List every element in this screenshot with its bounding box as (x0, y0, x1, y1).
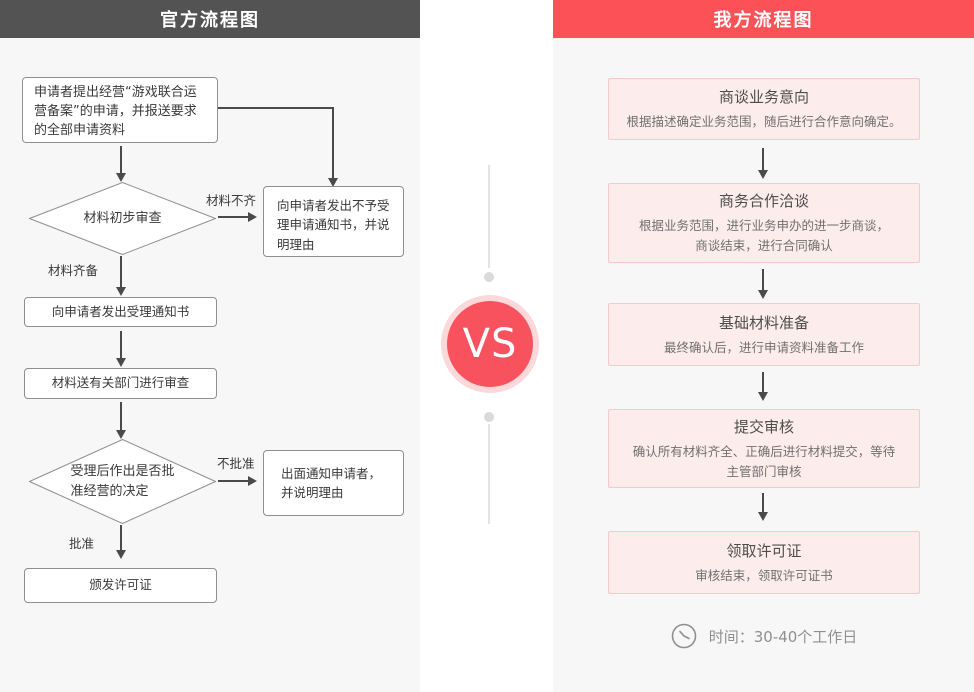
step-card-1: 商谈业务意向 根据描述确定业务范围，随后进行合作意向确定。 (608, 78, 920, 140)
divider-line-top (488, 165, 490, 268)
step-card-4: 提交审核 确认所有材料齐全、正确后进行材料提交，等待 主管部门审核 (608, 409, 920, 488)
arrow-head-down-icon (758, 392, 768, 401)
edge-label-complete: 材料齐备 (48, 263, 99, 278)
arrow-head-right-icon (248, 212, 257, 222)
diamond-shape (29, 439, 216, 524)
flow-node-start: 申请者提出经营“游戏联合运 营备案”的申请，并报送要求 的全部申请资料 (22, 77, 218, 143)
edge-label-incomplete: 材料不齐 (206, 193, 257, 208)
step-title: 提交审核 (733, 417, 794, 436)
our-panel-title: 我方流程图 (713, 10, 814, 31)
arrow-step1-to-step2 (762, 148, 764, 170)
our-flow-panel: 我方流程图 商谈业务意向 根据描述确定业务范围，随后进行合作意向确定。 商务合作… (553, 0, 974, 692)
flow-node-dept-review: 材料送有关部门进行审查 (24, 368, 217, 399)
step-title: 领取许可证 (726, 541, 802, 560)
flow-node-reject-notice: 向申请者发出不予受 理申请通知书，并说 明理由 (263, 186, 404, 257)
time-note-row: 时间：30-40个工作日 (608, 620, 920, 652)
edge-label-not-approved: 不批准 (217, 456, 255, 471)
vs-badge-inner: VS (447, 301, 533, 387)
vs-label: VS (462, 321, 518, 367)
arrow-review-to-reject (218, 216, 248, 218)
arrow-step4-to-step5 (762, 493, 764, 512)
our-panel-header: 我方流程图 (553, 0, 974, 38)
edge-label-approved: 批准 (69, 536, 95, 551)
arrow-step2-to-step3 (762, 269, 764, 290)
step-title: 基础材料准备 (718, 313, 809, 332)
time-note: 时间：30-40个工作日 (708, 627, 858, 646)
official-panel-header: 官方流程图 (0, 0, 420, 38)
arrow-head-down-icon (758, 290, 768, 299)
elbow-connector-vertical (332, 107, 334, 178)
step-card-5: 领取许可证 审核结束，领取许可证书 (608, 531, 920, 594)
step-title: 商务合作洽谈 (718, 192, 809, 210)
flow-decision-initial-review: 材料初步审查 (29, 182, 216, 255)
step-card-2: 商务合作洽谈 根据业务范围，进行业务申办的进一步商谈， 商谈结束，进行合同确认 (608, 183, 920, 263)
arrow-step3-to-step4 (762, 372, 764, 392)
arrow-decision-to-license (120, 525, 122, 550)
arrow-head-down-icon (116, 287, 126, 296)
arrow-head-right-icon (248, 476, 257, 486)
arrow-head-down-icon (116, 550, 126, 559)
divider-dot-top (484, 272, 494, 282)
flow-decision-approval: 受理后作出是否批 准经营的决定 (29, 439, 216, 524)
flow-node-deny-notice: 出面通知申请者， 并说明理由 (263, 450, 404, 516)
flow-node-issue-license: 颁发许可证 (24, 568, 217, 603)
step-desc: 根据描述确定业务范围，随后进行合作意向确定。 (626, 114, 902, 129)
step-title: 商谈业务意向 (718, 88, 809, 106)
divider-dot-bottom (484, 412, 494, 422)
arrow-head-down-icon (116, 430, 126, 439)
arrow-head-down-icon (116, 358, 126, 367)
arrow-dept-to-decision (120, 402, 122, 430)
official-panel-title: 官方流程图 (160, 10, 260, 31)
vs-badge: VS (441, 295, 539, 393)
decision-label: 材料初步审查 (83, 210, 162, 226)
arrow-head-down-icon (328, 178, 338, 187)
step-desc: 审核结束，领取许可证书 (695, 567, 833, 583)
arrow-head-down-icon (758, 170, 768, 179)
arrow-decision-to-deny (218, 480, 248, 482)
official-flow-panel: 官方流程图 申请者提出经营“游戏联合运 营备案”的申请，并报送要求 的全部申请资… (0, 0, 420, 692)
flow-node-accept-notice: 向申请者发出受理通知书 (24, 297, 217, 327)
step-card-3: 基础材料准备 最终确认后，进行申请资料准备工作 (608, 303, 920, 366)
arrow-head-down-icon (758, 512, 768, 521)
step-desc: 确认所有材料齐全、正确后进行材料提交，等待 主管部门审核 (632, 443, 896, 479)
arrow-review-to-accept (120, 256, 122, 287)
clock-icon (671, 623, 697, 649)
divider-line-bottom (488, 424, 490, 524)
step-desc: 根据业务范围，进行业务申办的进一步商谈， 商谈结束，进行合同确认 (638, 218, 889, 253)
diamond-shape (29, 182, 216, 255)
arrow-accept-to-dept (120, 331, 122, 358)
arrow-start-to-review (120, 146, 122, 174)
step-desc: 最终确认后，进行申请资料准备工作 (663, 339, 864, 355)
elbow-connector-horizontal (218, 107, 333, 109)
decision-label: 受理后作出是否批 准经营的决定 (70, 464, 175, 499)
arrow-head-down-icon (116, 173, 126, 182)
